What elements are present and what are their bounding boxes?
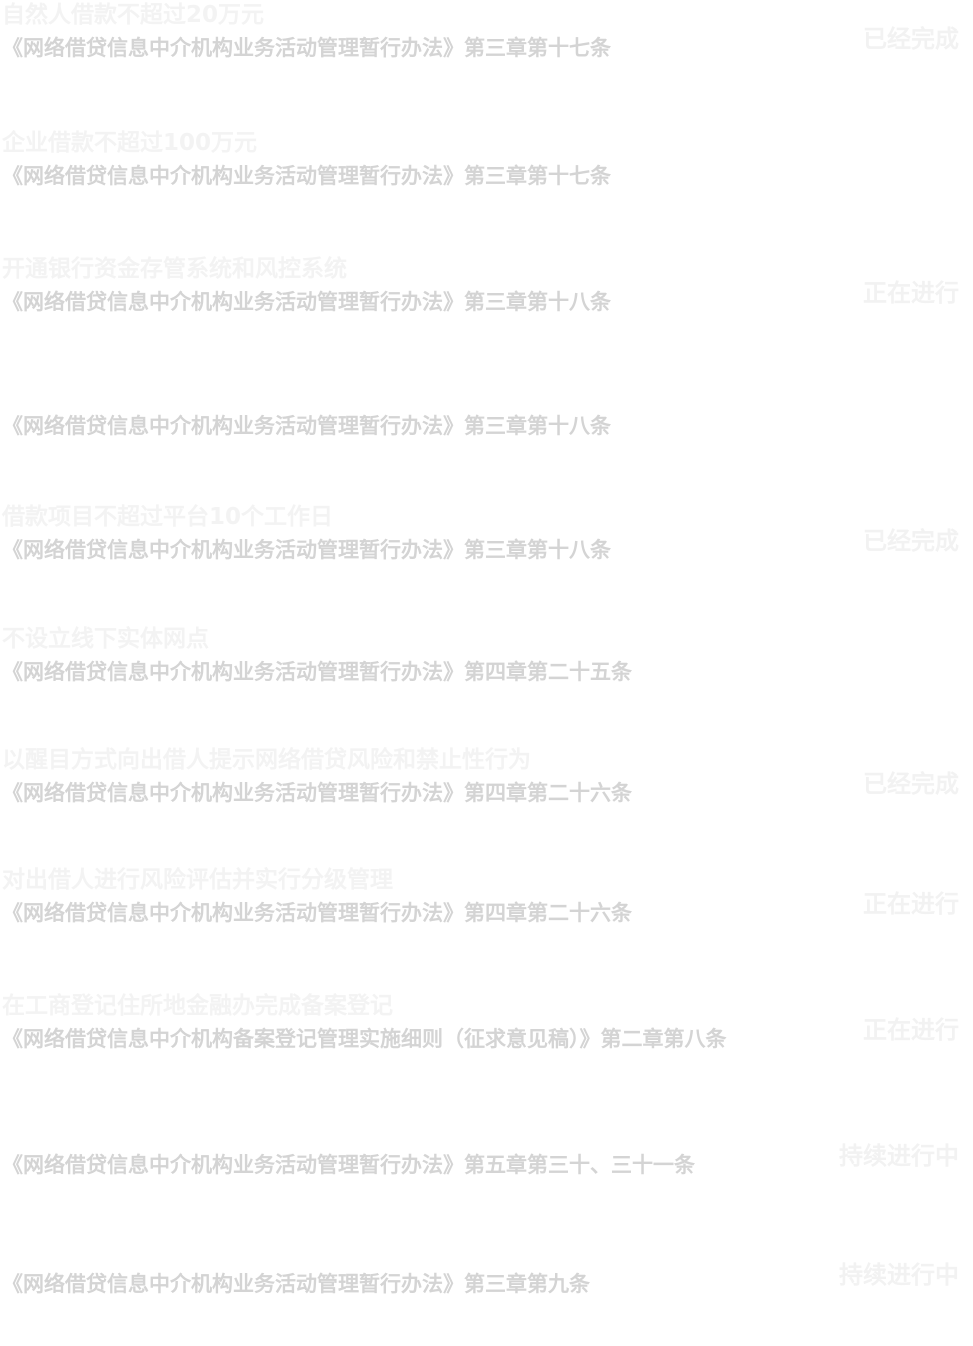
regulation-reference: 《网络借贷信息中介机构业务活动管理暂行办法》第三章第十八条 — [2, 290, 611, 314]
regulation-reference: 《网络借贷信息中介机构业务活动管理暂行办法》第三章第十八条 — [2, 414, 611, 438]
regulation-reference: 《网络借贷信息中介机构业务活动管理暂行办法》第三章第九条 — [2, 1272, 590, 1296]
requirement-text: 不设立线下实体网点 — [2, 626, 209, 652]
requirement-text: 以醒目方式向出借人提示网络借贷风险和禁止性行为 — [2, 747, 531, 773]
status-badge: 已经完成 — [863, 527, 959, 555]
requirement-text: 在工商登记住所地金融办完成备案登记 — [2, 993, 393, 1019]
compliance-item: 《网络借贷信息中介机构业务活动管理暂行办法》第三章第九条 持续进行中 — [0, 1236, 973, 1346]
regulation-reference: 《网络借贷信息中介机构业务活动管理暂行办法》第三章第十七条 — [2, 164, 611, 188]
status-badge: 持续进行中 — [839, 1261, 959, 1289]
regulation-reference: 《网络借贷信息中介机构业务活动管理暂行办法》第三章第十七条 — [2, 36, 611, 60]
requirement-text: 企业借款不超过100万元 — [2, 130, 258, 156]
compliance-item: 以醒目方式向出借人提示网络借贷风险和禁止性行为 《网络借贷信息中介机构业务活动管… — [0, 745, 973, 855]
requirement-text: 借款项目不超过平台10个工作日 — [2, 504, 334, 530]
status-badge: 已经完成 — [863, 770, 959, 798]
regulation-reference: 《网络借贷信息中介机构业务活动管理暂行办法》第四章第二十五条 — [2, 660, 632, 684]
compliance-list: 自然人借款不超过20万元 《网络借贷信息中介机构业务活动管理暂行办法》第三章第十… — [0, 0, 973, 1296]
status-badge: 已经完成 — [863, 25, 959, 53]
compliance-item: 借款项目不超过平台10个工作日 《网络借贷信息中介机构业务活动管理暂行办法》第三… — [0, 502, 973, 612]
requirement-text: 开通银行资金存管系统和风控系统 — [2, 256, 347, 282]
requirement-text: 自然人借款不超过20万元 — [2, 2, 265, 28]
compliance-item: 不设立线下实体网点 《网络借贷信息中介机构业务活动管理暂行办法》第四章第二十五条 — [0, 624, 973, 734]
status-badge: 正在进行 — [863, 1016, 959, 1044]
compliance-item: 《网络借贷信息中介机构业务活动管理暂行办法》第五章第三十、三十一条 持续进行中 — [0, 1117, 973, 1227]
compliance-item: 自然人借款不超过20万元 《网络借贷信息中介机构业务活动管理暂行办法》第三章第十… — [0, 0, 973, 110]
status-badge: 持续进行中 — [839, 1142, 959, 1170]
compliance-item: 在工商登记住所地金融办完成备案登记 《网络借贷信息中介机构备案登记管理实施细则（… — [0, 991, 973, 1101]
status-badge: 正在进行 — [863, 279, 959, 307]
compliance-item: 企业借款不超过100万元 《网络借贷信息中介机构业务活动管理暂行办法》第三章第十… — [0, 128, 973, 238]
status-badge: 正在进行 — [863, 890, 959, 918]
regulation-reference: 《网络借贷信息中介机构业务活动管理暂行办法》第四章第二十六条 — [2, 901, 632, 925]
regulation-reference: 《网络借贷信息中介机构业务活动管理暂行办法》第五章第三十、三十一条 — [2, 1153, 695, 1177]
compliance-item: 对出借人进行风险评估并实行分级管理 《网络借贷信息中介机构业务活动管理暂行办法》… — [0, 865, 973, 975]
compliance-item: 开通银行资金存管系统和风控系统 《网络借贷信息中介机构业务活动管理暂行办法》第三… — [0, 254, 973, 364]
requirement-text: 对出借人进行风险评估并实行分级管理 — [2, 867, 393, 893]
regulation-reference: 《网络借贷信息中介机构备案登记管理实施细则（征求意见稿）》第二章第八条 — [2, 1027, 727, 1051]
regulation-reference: 《网络借贷信息中介机构业务活动管理暂行办法》第三章第十八条 — [2, 538, 611, 562]
compliance-item: 《网络借贷信息中介机构业务活动管理暂行办法》第三章第十八条 — [0, 378, 973, 488]
regulation-reference: 《网络借贷信息中介机构业务活动管理暂行办法》第四章第二十六条 — [2, 781, 632, 805]
